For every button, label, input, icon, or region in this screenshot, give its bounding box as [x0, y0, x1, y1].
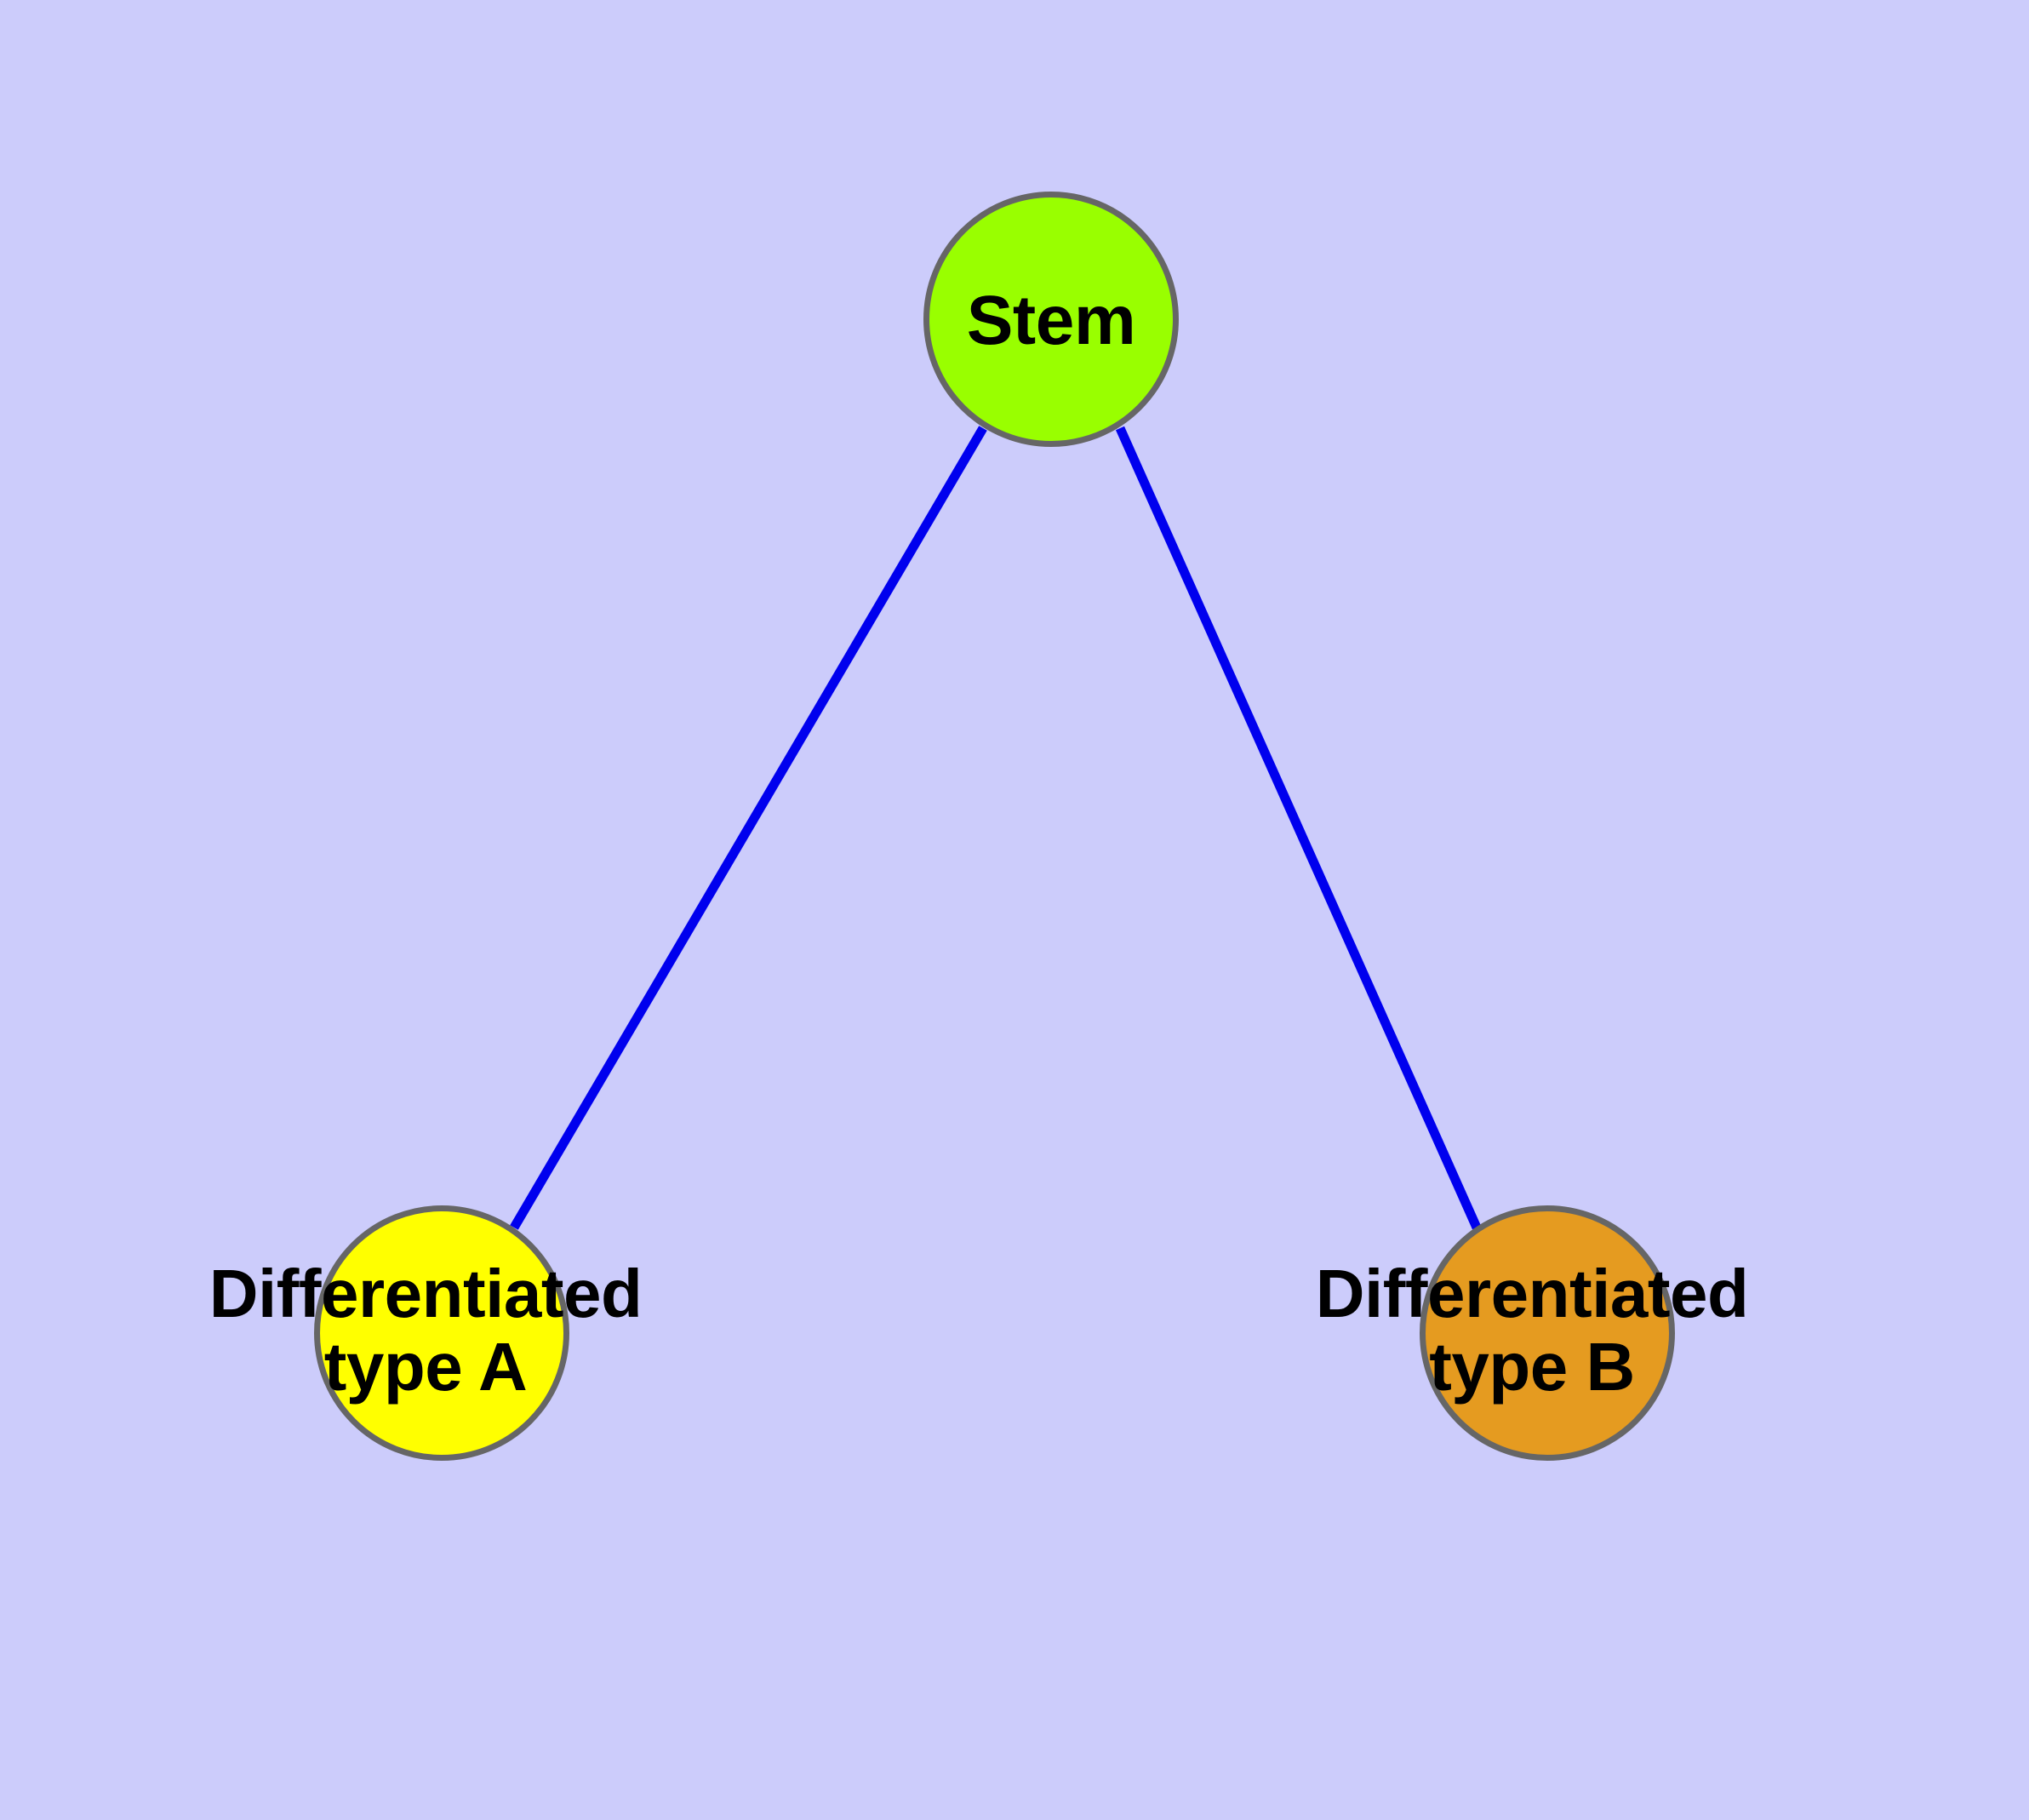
- node-stem[interactable]: [923, 192, 1179, 447]
- node-differentiated-type-b[interactable]: [1420, 1205, 1675, 1461]
- node-differentiated-type-a[interactable]: [314, 1205, 569, 1461]
- edge-stem-to-diff-a[interactable]: [510, 426, 987, 1230]
- edge-stem-to-diff-b[interactable]: [1115, 426, 1482, 1230]
